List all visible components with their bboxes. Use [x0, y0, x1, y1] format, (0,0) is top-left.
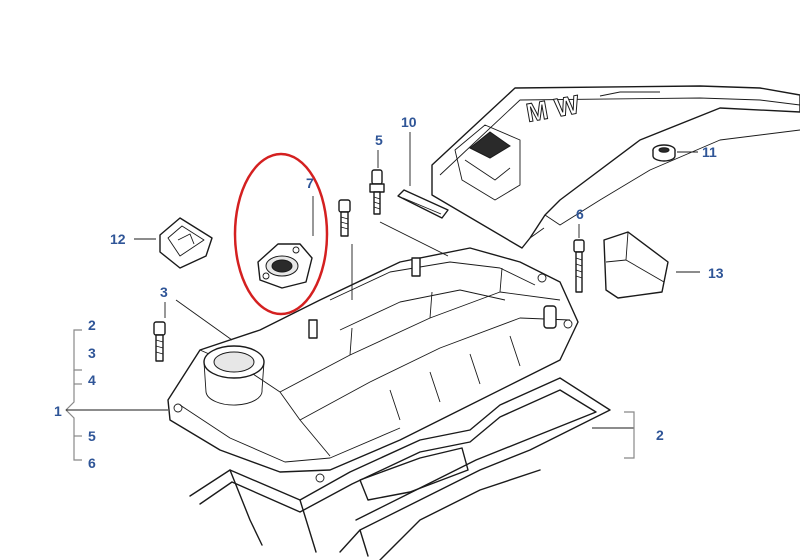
callout-13: 13 — [708, 265, 724, 281]
callout-1: 1 — [54, 403, 62, 419]
callout-3-left: 3 — [88, 345, 96, 361]
engine-cover-part: M W — [431, 85, 800, 249]
callout-5-left: 5 — [88, 428, 96, 444]
callout-7: 7 — [306, 175, 314, 191]
callout-6-bolt: 6 — [576, 206, 584, 222]
highlight-circle — [233, 152, 329, 316]
callout-10: 10 — [401, 114, 417, 130]
callout-group-bracket — [65, 329, 168, 461]
bolt-part-center — [338, 199, 351, 237]
gasket-part-7 — [257, 196, 314, 289]
grommet-part-11 — [652, 144, 698, 162]
bolt-part-6 — [573, 224, 585, 293]
callout-2-right: 2 — [656, 427, 664, 443]
callout-2-left: 2 — [88, 317, 96, 333]
strip-part-10 — [397, 132, 449, 219]
callout-3-bolt: 3 — [160, 284, 168, 300]
cap-part-12 — [134, 217, 213, 269]
callout-5-bolt: 5 — [375, 132, 383, 148]
gasket-part-2 — [189, 377, 611, 560]
bolt-part-5-upper — [369, 150, 385, 215]
bracket-part-13 — [603, 231, 700, 299]
callout-4: 4 — [88, 372, 96, 388]
bolt-part-3 — [153, 302, 166, 362]
callout-11: 11 — [702, 144, 717, 160]
valve-cover-main — [167, 247, 579, 483]
callout-12: 12 — [110, 231, 126, 247]
callout-6-left: 6 — [88, 455, 96, 471]
